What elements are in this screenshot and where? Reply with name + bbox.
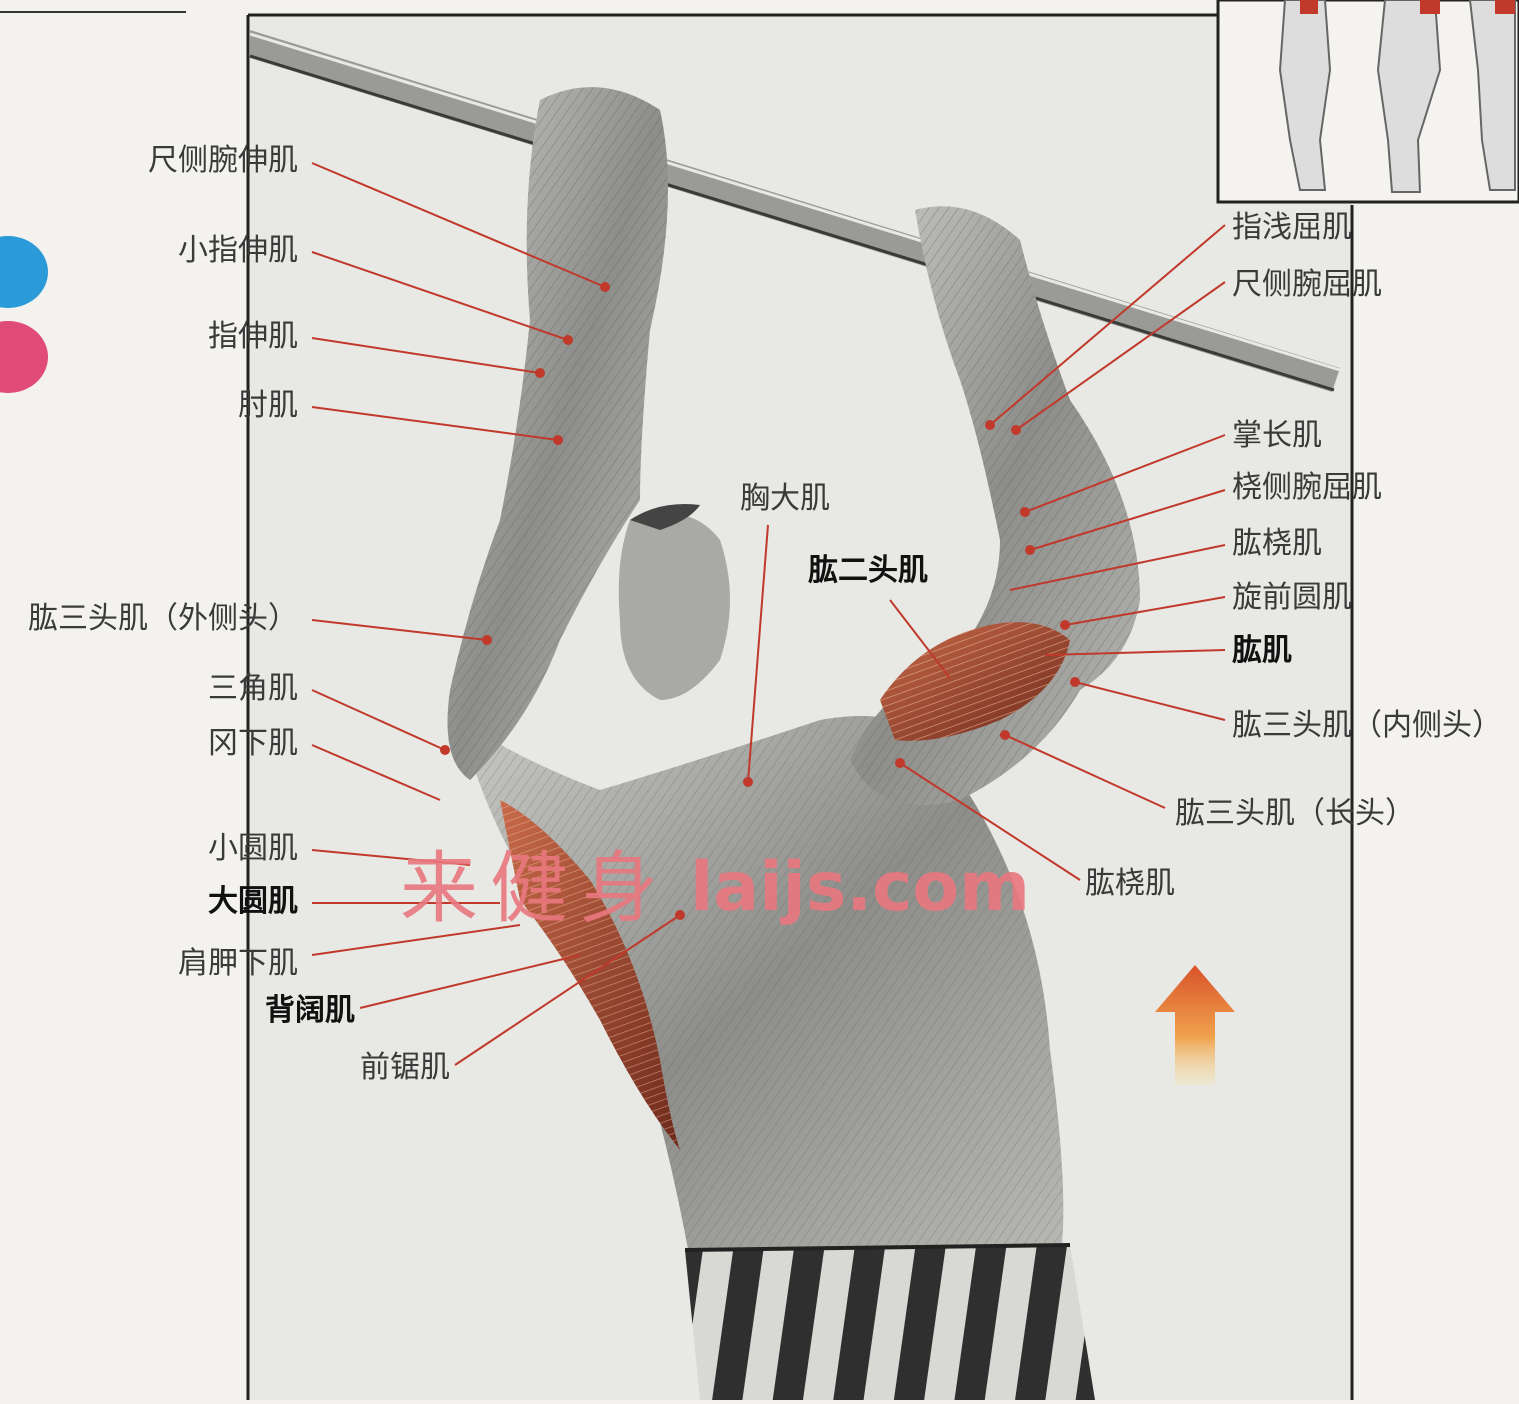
label-radial-flexor: 桡侧腕屈肌 <box>1232 470 1382 505</box>
label-teres-minor: 小圆肌 <box>208 831 298 866</box>
label-triceps-lateral: 肱三头肌（外侧头） <box>28 601 298 636</box>
label-pectoralis-major: 胸大肌 <box>740 481 830 516</box>
label-anconeus: 肘肌 <box>238 388 298 423</box>
label-triceps-medial: 肱三头肌（内侧头） <box>1232 708 1502 743</box>
label-brachioradialis-2: 肱桡肌 <box>1085 866 1175 901</box>
watermark: 来健身 laijs.com <box>400 844 1030 934</box>
watermark-en: laijs.com <box>690 848 1030 927</box>
label-brachioradialis: 肱桡肌 <box>1232 526 1322 561</box>
label-finger-extensor: 指伸肌 <box>208 319 298 354</box>
pink-tab-marker <box>0 321 48 393</box>
label-triceps-long: 肱三头肌（长头） <box>1175 796 1415 831</box>
label-subscapularis: 肩胛下肌 <box>178 946 298 981</box>
label-flexor-superficialis: 指浅屈肌 <box>1232 210 1352 245</box>
label-deltoid: 三角肌 <box>208 671 298 706</box>
label-teres-major: 大圆肌 <box>208 884 298 919</box>
blue-tab-marker <box>0 236 48 308</box>
label-latissimus: 背阔肌 <box>265 993 355 1028</box>
watermark-zh: 来健身 <box>400 844 670 934</box>
label-ulnar-flexor: 尺侧腕屈肌 <box>1232 267 1382 302</box>
label-infraspinatus: 冈下肌 <box>208 726 298 761</box>
label-little-finger-extensor: 小指伸肌 <box>178 233 298 268</box>
label-palmaris-longus: 掌长肌 <box>1232 418 1322 453</box>
label-biceps: 肱二头肌 <box>808 553 928 588</box>
label-brachialis: 肱肌 <box>1232 633 1292 668</box>
thumbnail-figure-inset <box>1218 0 1519 202</box>
label-ulnar-extensor: 尺侧腕伸肌 <box>148 143 298 178</box>
label-pronator-teres: 旋前圆肌 <box>1232 580 1352 615</box>
label-serratus: 前锯肌 <box>360 1050 450 1085</box>
